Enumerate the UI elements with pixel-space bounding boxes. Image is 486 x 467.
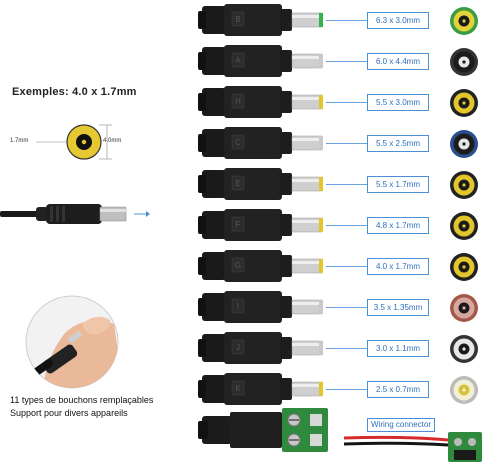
tip-row: H 5.5 x 3.0mm: [0, 82, 486, 122]
tip-end-view-icon: [450, 130, 478, 158]
tip-size-label: 5.5 x 1.7mm: [367, 176, 429, 193]
tip-row: F 4.8 x 1.7mm: [0, 205, 486, 245]
tip-row: G 4.0 x 1.7mm: [0, 246, 486, 286]
tip-size-label: 5.5 x 3.0mm: [367, 94, 429, 111]
tip-size-label: 5.5 x 2.5mm: [367, 135, 429, 152]
leader-line: [326, 61, 367, 62]
leader-line: [326, 143, 367, 144]
example-tip-diagram: [36, 124, 112, 160]
tip-row: C 5.5 x 2.5mm: [0, 123, 486, 163]
leader-line: [326, 20, 367, 21]
example-title: Exemples: 4.0 x 1.7mm: [12, 86, 137, 98]
tip-letter: J: [236, 343, 240, 352]
tip-size-label: 4.8 x 1.7mm: [367, 217, 429, 234]
tip-end-view-icon: [450, 294, 478, 322]
tip-letter: E: [235, 179, 240, 188]
leader-line: [326, 389, 367, 390]
adapter-tip-image: G: [198, 250, 323, 282]
tip-size-label: 4.0 x 1.7mm: [367, 258, 429, 275]
wiring-connector-adapter: [198, 408, 328, 452]
adapter-tip-image: B: [198, 4, 323, 36]
tip-letter: F: [236, 220, 241, 229]
wiring-connector-label: Wiring connector: [367, 418, 435, 432]
tip-row: A 6.0 x 4.4mm: [0, 41, 486, 81]
adapter-tip-image: E: [198, 168, 323, 200]
tip-letter: I: [237, 302, 239, 311]
tip-size-label: 3.0 x 1.1mm: [367, 340, 429, 357]
adapter-tip-image: F: [198, 209, 323, 241]
tip-row: K 2.5 x 0.7mm: [0, 369, 486, 409]
leader-line: [326, 307, 367, 308]
tip-end-view-icon: [450, 89, 478, 117]
adapter-tip-image: C: [198, 127, 323, 159]
outer-dimension-label: 4.0mm: [103, 138, 122, 144]
leader-line: [326, 184, 367, 185]
wiring-connector-photo: [344, 432, 482, 462]
tip-letter: H: [235, 97, 241, 106]
tip-size-label: 3.5 x 1.35mm: [367, 299, 429, 316]
leader-line: [326, 102, 367, 103]
tip-end-view-icon: [450, 335, 478, 363]
adapter-tip-image: J: [198, 332, 323, 364]
adapter-tip-image: A: [198, 45, 323, 77]
tip-end-view-icon: [450, 376, 478, 404]
tip-end-view-icon: [450, 7, 478, 35]
tip-size-label: 2.5 x 0.7mm: [367, 381, 429, 398]
tip-row: B 6.3 x 3.0mm: [0, 0, 486, 40]
tip-letter: A: [235, 56, 241, 65]
tip-row: E 5.5 x 1.7mm: [0, 164, 486, 204]
inner-dimension-label: 1.7mm: [10, 138, 29, 144]
caption-line-1: 11 types de bouchons remplaçables: [10, 395, 154, 405]
tip-size-label: 6.3 x 3.0mm: [367, 12, 429, 29]
leader-line: [326, 348, 367, 349]
tip-letter: K: [235, 384, 241, 393]
adapter-tip-image: I: [198, 291, 323, 323]
caption-line-2: Support pour divers appareils: [10, 408, 128, 418]
adapter-tip-image: K: [198, 373, 323, 405]
tip-end-view-icon: [450, 253, 478, 281]
tip-end-view-icon: [450, 171, 478, 199]
tip-end-view-icon: [450, 48, 478, 76]
tip-row: J 3.0 x 1.1mm: [0, 328, 486, 368]
tip-row: I 3.5 x 1.35mm: [0, 287, 486, 327]
tip-letter: C: [235, 138, 241, 147]
tip-end-view-icon: [450, 212, 478, 240]
tip-letter: B: [235, 15, 240, 24]
tip-letter: G: [235, 261, 241, 270]
leader-line: [326, 225, 367, 226]
dc-cable-plug: [0, 204, 150, 224]
leader-line: [326, 266, 367, 267]
hand-holding-tip-photo: [25, 295, 119, 389]
adapter-tip-image: H: [198, 86, 323, 118]
tip-size-label: 6.0 x 4.4mm: [367, 53, 429, 70]
